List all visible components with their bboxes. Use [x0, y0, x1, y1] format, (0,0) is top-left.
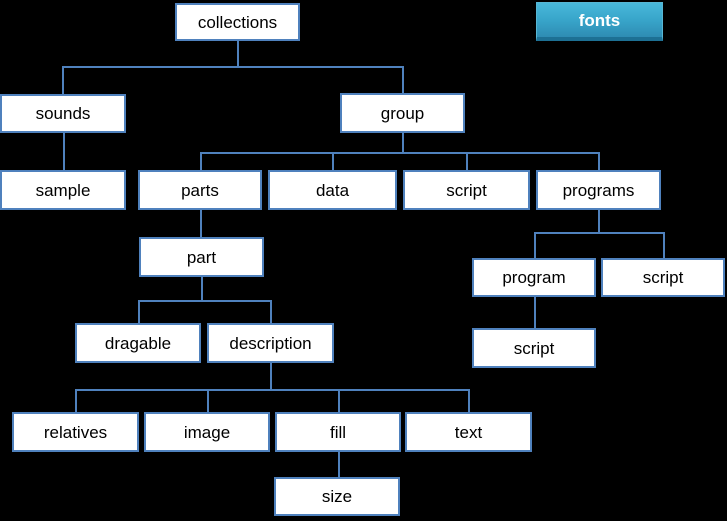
node-label: description	[229, 333, 312, 353]
node-parts: parts	[138, 170, 262, 210]
connector-line	[402, 66, 404, 93]
connector-line	[200, 152, 600, 154]
connector-line	[663, 232, 665, 258]
node-script-program: script	[472, 328, 596, 368]
node-sounds: sounds	[0, 94, 126, 133]
node-label: group	[380, 103, 425, 123]
node-description: description	[207, 323, 334, 363]
connector-line	[598, 152, 600, 170]
connector-line	[237, 41, 239, 66]
node-label: fonts	[578, 10, 621, 30]
node-group: group	[340, 93, 465, 133]
node-collections: collections	[175, 3, 300, 41]
node-script-programs: script	[601, 258, 725, 297]
connector-line	[332, 152, 334, 170]
node-sample: sample	[0, 170, 126, 210]
node-relatives: relatives	[12, 412, 139, 452]
connector-line	[63, 133, 65, 170]
node-label: fill	[329, 422, 347, 442]
connector-line	[75, 389, 77, 412]
connector-line	[598, 210, 600, 232]
node-dragable: dragable	[75, 323, 201, 363]
node-label: sounds	[35, 104, 91, 123]
connector-line	[200, 210, 202, 237]
connector-line	[200, 152, 202, 170]
node-text: text	[405, 412, 532, 452]
node-label: image	[183, 422, 231, 442]
connector-line	[534, 232, 536, 258]
connector-line	[62, 66, 404, 68]
node-label: text	[454, 422, 483, 442]
node-label: part	[186, 247, 217, 267]
node-label: script	[642, 268, 684, 287]
connector-line	[138, 300, 140, 323]
node-label: collections	[197, 12, 278, 32]
node-label: relatives	[43, 422, 108, 442]
node-fonts: fonts	[536, 2, 663, 41]
connector-line	[201, 277, 203, 300]
connector-line	[402, 133, 404, 152]
node-size: size	[274, 477, 400, 516]
connector-line	[270, 363, 272, 389]
connector-line	[75, 389, 470, 391]
node-label: program	[502, 268, 566, 287]
connector-line	[270, 300, 272, 323]
node-image: image	[144, 412, 270, 452]
node-label: data	[315, 180, 350, 200]
connector-line	[466, 152, 468, 170]
connector-line	[338, 389, 340, 412]
node-label: dragable	[104, 333, 172, 353]
node-label: size	[321, 487, 353, 506]
connector-line	[207, 389, 209, 412]
connector-line	[468, 389, 470, 412]
node-label: script	[513, 338, 555, 358]
connector-line	[338, 452, 340, 477]
node-data: data	[268, 170, 397, 210]
node-part: part	[139, 237, 264, 277]
node-program: program	[472, 258, 596, 297]
connector-line	[138, 300, 272, 302]
connector-line	[62, 66, 64, 94]
node-script-group: script	[403, 170, 530, 210]
connector-line	[534, 232, 665, 234]
node-label: programs	[562, 180, 635, 200]
node-label: sample	[35, 180, 91, 200]
node-label: parts	[181, 180, 219, 200]
connector-line	[534, 297, 536, 328]
node-fill: fill	[275, 412, 401, 452]
node-programs: programs	[536, 170, 661, 210]
node-label: script	[446, 180, 487, 200]
